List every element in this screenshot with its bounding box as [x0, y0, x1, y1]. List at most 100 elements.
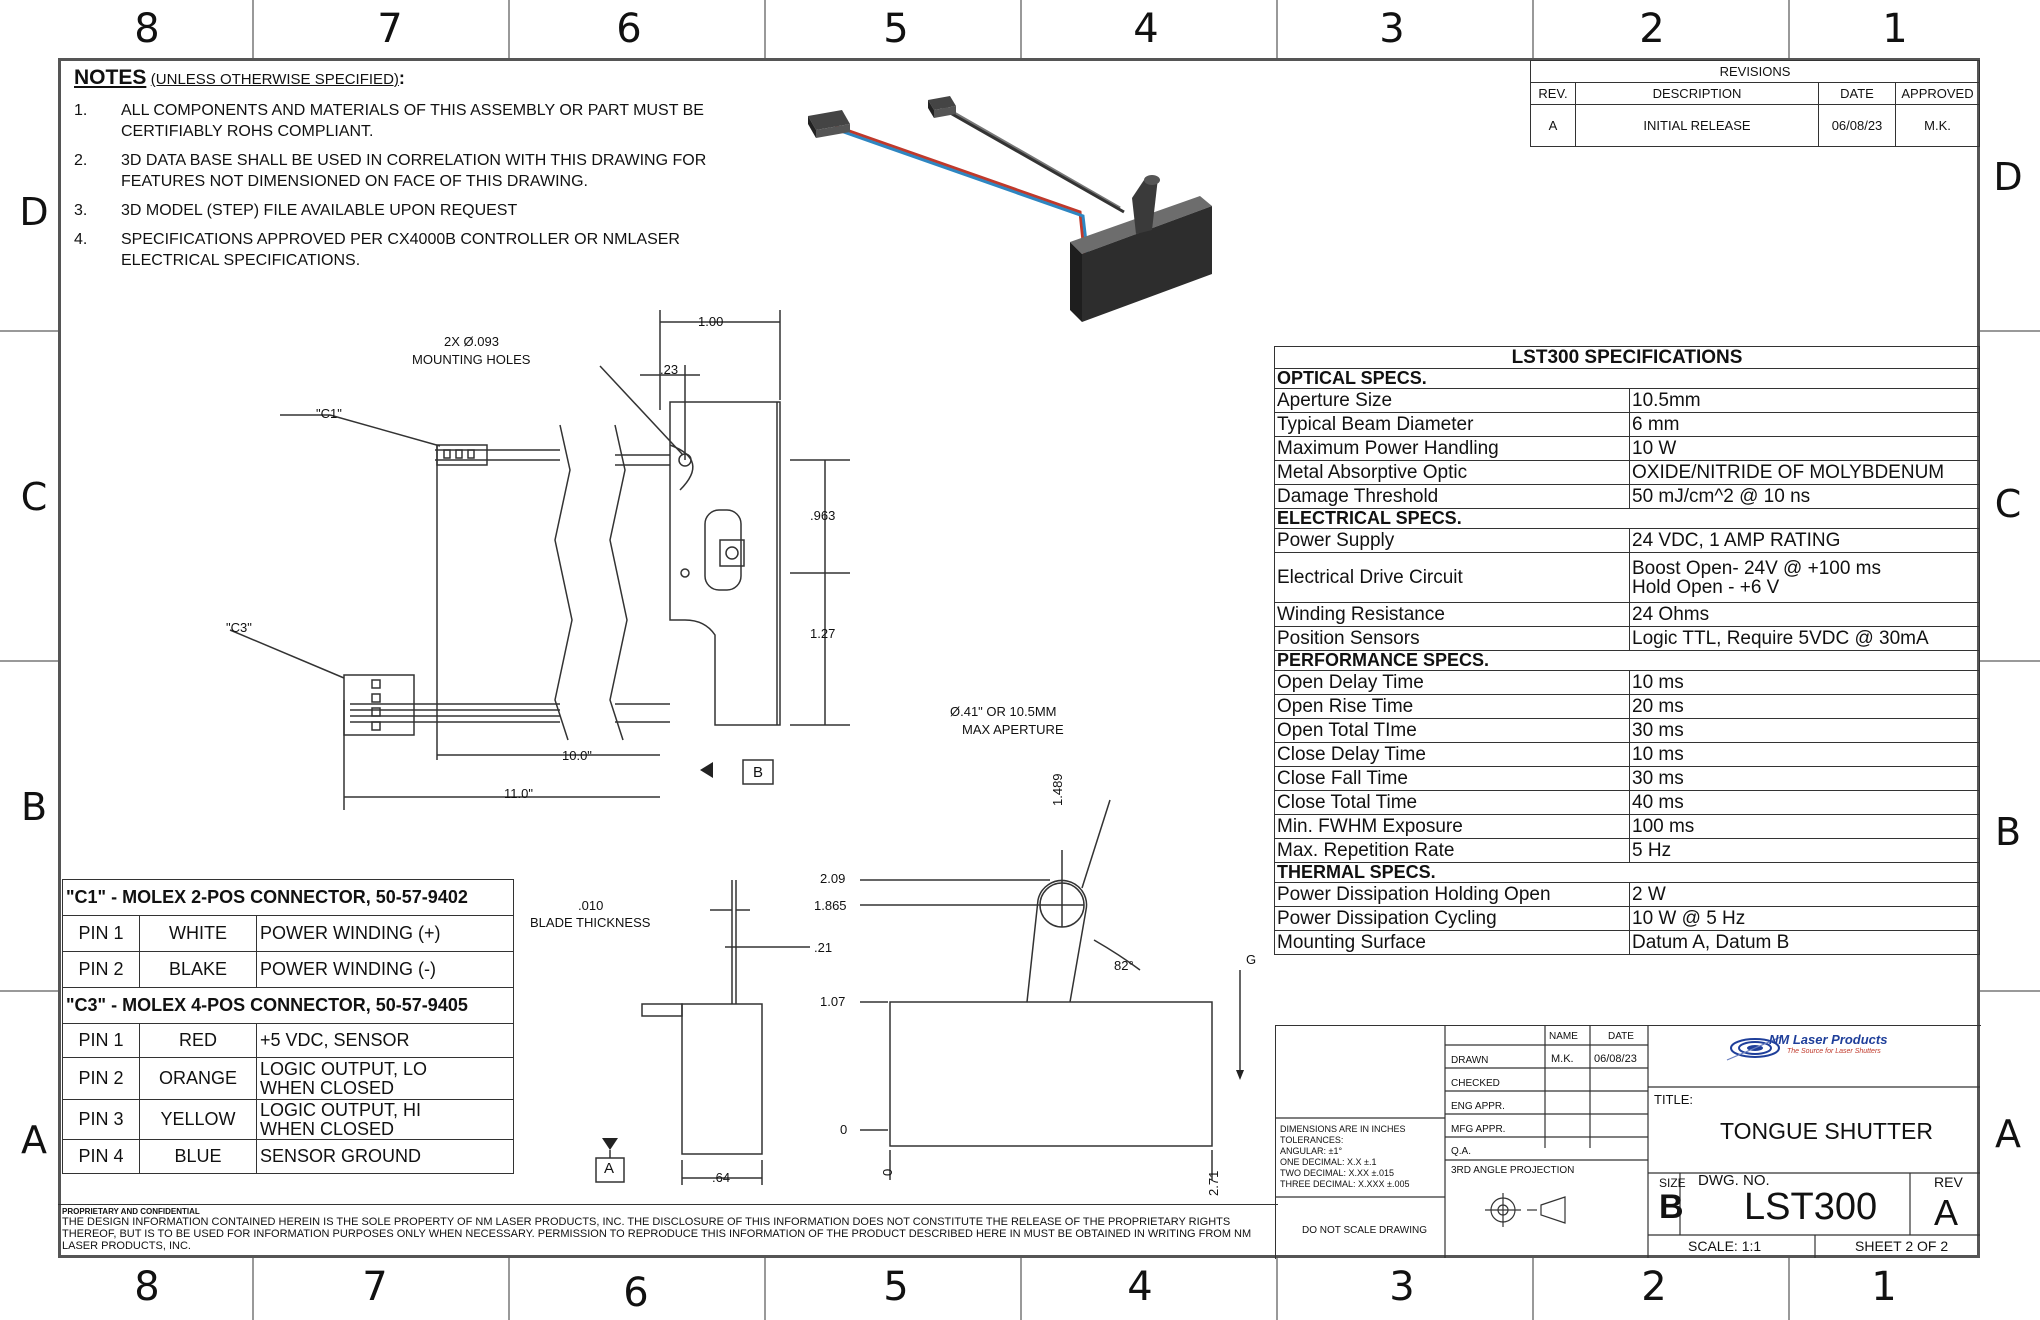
- do-not-scale-label: DO NOT SCALE DRAWING: [1302, 1225, 1428, 1236]
- zone-tick: [252, 1258, 254, 1320]
- note-text: 3D MODEL (STEP) FILE AVAILABLE UPON REQU…: [121, 202, 518, 219]
- logo-tagline: The Source for Laser Shutters: [1787, 1048, 1881, 1055]
- aperture-callout: Ø.41" OR 10.5MM: [950, 704, 1057, 719]
- zone-left-c: C: [20, 475, 48, 519]
- dim-length-10: 10.0": [562, 748, 592, 763]
- note-text: SPECIFICATIONS APPROVED PER CX4000B CONT…: [121, 231, 680, 269]
- front-view-body: [889, 1001, 1213, 1147]
- spec-value: 10 ms: [1629, 742, 1980, 767]
- spec-section-row: OPTICAL SPECS.: [1274, 368, 1980, 389]
- wire-color-cell: BLAKE: [139, 951, 257, 988]
- zone-right-b: B: [1994, 810, 2022, 854]
- zone-tick: [1788, 0, 1790, 58]
- spec-section-row: PERFORMANCE SPECS.: [1274, 650, 1980, 671]
- spec-value: 5 Hz: [1629, 838, 1980, 863]
- dim-1-27: 1.27: [810, 626, 836, 641]
- tolerance-line: TWO DECIMAL: X.XX ±.015: [1280, 1168, 1394, 1178]
- rev-label: REV: [1934, 1174, 1963, 1190]
- notes-heading: NOTES (UNLESS OTHERWISE SPECIFIED):: [74, 66, 405, 90]
- spec-value: 100 ms: [1629, 814, 1980, 839]
- spec-label: Open Rise Time: [1274, 694, 1630, 719]
- zone-top-2: 2: [1639, 6, 1665, 52]
- zone-left-d: D: [19, 190, 49, 234]
- revision-cell: M.K.: [1895, 104, 1980, 147]
- proprietary-notice: PROPRIETARY AND CONFIDENTIAL THE DESIGN …: [58, 1204, 1278, 1259]
- blue-wire: [837, 128, 1094, 295]
- zone-tick: [508, 0, 510, 58]
- zone-top-5: 5: [883, 6, 909, 52]
- section-g-label: G: [1246, 952, 1257, 967]
- note-text: 3D DATA BASE SHALL BE USED IN CORRELATIO…: [121, 152, 707, 190]
- spec-label: Open Delay Time: [1274, 670, 1630, 695]
- third-angle-projection-symbol: [1485, 1193, 1566, 1227]
- dim-length-11: 11.0": [504, 786, 533, 801]
- spec-value: 50 mJ/cm^2 @ 10 ns: [1629, 484, 1980, 509]
- dim-1-07: 1.07: [820, 994, 846, 1009]
- eng-appr-label: ENG APPR.: [1451, 1101, 1505, 1112]
- drawing-title: TONGUE SHUTTER: [1720, 1118, 1933, 1144]
- spec-value: 6 mm: [1629, 412, 1980, 437]
- grey-wire: [941, 104, 1121, 210]
- spec-value: Datum A, Datum B: [1629, 930, 1980, 955]
- side-view-drawing: [595, 880, 810, 1185]
- zone-top-3: 3: [1379, 6, 1405, 52]
- spec-section-row: ELECTRICAL SPECS.: [1274, 508, 1980, 529]
- spec-value: 30 ms: [1629, 718, 1980, 743]
- logo-coil-icon: [1726, 1035, 1784, 1061]
- revisions-table: REVISIONS REV. DESCRIPTION DATE APPROVED…: [1530, 60, 1980, 147]
- spec-label: Close Total Time: [1274, 790, 1630, 815]
- title-block-frame: [1275, 1025, 1981, 1259]
- revisions-title: REVISIONS: [1530, 60, 1980, 83]
- zone-right-c: C: [1994, 482, 2022, 526]
- zone-right-d: D: [1993, 155, 2023, 199]
- zone-bottom-6: 6: [623, 1270, 649, 1316]
- spec-label: Maximum Power Handling: [1274, 436, 1630, 461]
- zone-top-8: 8: [134, 6, 160, 52]
- revision-cell: 06/08/23: [1818, 104, 1896, 147]
- proprietary-text: THE DESIGN INFORMATION CONTAINED HEREIN …: [62, 1216, 1252, 1252]
- spec-value: 30 ms: [1629, 766, 1980, 791]
- zone-left-b: B: [20, 785, 48, 829]
- spec-section-title: ELECTRICAL SPECS.: [1274, 508, 1980, 529]
- tolerance-line: ONE DECIMAL: X.X ±.1: [1280, 1157, 1377, 1167]
- side-view-body: [681, 1003, 763, 1155]
- spec-value: 2 W: [1629, 882, 1980, 907]
- spec-value: Boost Open- 24V @ +100 ms Hold Open - +6…: [1629, 552, 1980, 603]
- zone-top-1: 1: [1882, 6, 1908, 52]
- zone-tick: [1788, 1258, 1790, 1320]
- zone-tick: [252, 0, 254, 58]
- mfg-appr-label: MFG APPR.: [1451, 1124, 1506, 1135]
- dim-zero-y: 0: [840, 1122, 848, 1137]
- wire-color-cell: ORANGE: [139, 1057, 257, 1100]
- spec-label: Max. Repetition Rate: [1274, 838, 1630, 863]
- spec-section-row: THERMAL SPECS.: [1274, 862, 1980, 883]
- revisions-header: APPROVED: [1895, 82, 1980, 105]
- sheet-size: B: [1659, 1188, 1684, 1226]
- spec-section-title: THERMAL SPECS.: [1274, 862, 1980, 883]
- pin-cell: PIN 3: [62, 1099, 140, 1140]
- top-view-drawing: [229, 310, 850, 810]
- pin-cell: PIN 1: [62, 1023, 140, 1058]
- tolerances-block: DIMENSIONS ARE IN INCHES TOLERANCES: ANG…: [1280, 1124, 1409, 1190]
- function-cell: POWER WINDING (-): [256, 951, 514, 988]
- note-text: ALL COMPONENTS AND MATERIALS OF THIS ASS…: [121, 102, 704, 140]
- proprietary-title: PROPRIETARY AND CONFIDENTIAL: [62, 1207, 200, 1216]
- connector-c3-3d: [808, 110, 850, 138]
- note-number: 4.: [74, 231, 88, 248]
- spec-label: Close Fall Time: [1274, 766, 1630, 791]
- projection-label: 3RD ANGLE PROJECTION: [1451, 1165, 1575, 1176]
- spec-value: 10 W @ 5 Hz: [1629, 906, 1980, 931]
- zone-tick: [1276, 0, 1278, 58]
- black-wire: [944, 108, 1125, 214]
